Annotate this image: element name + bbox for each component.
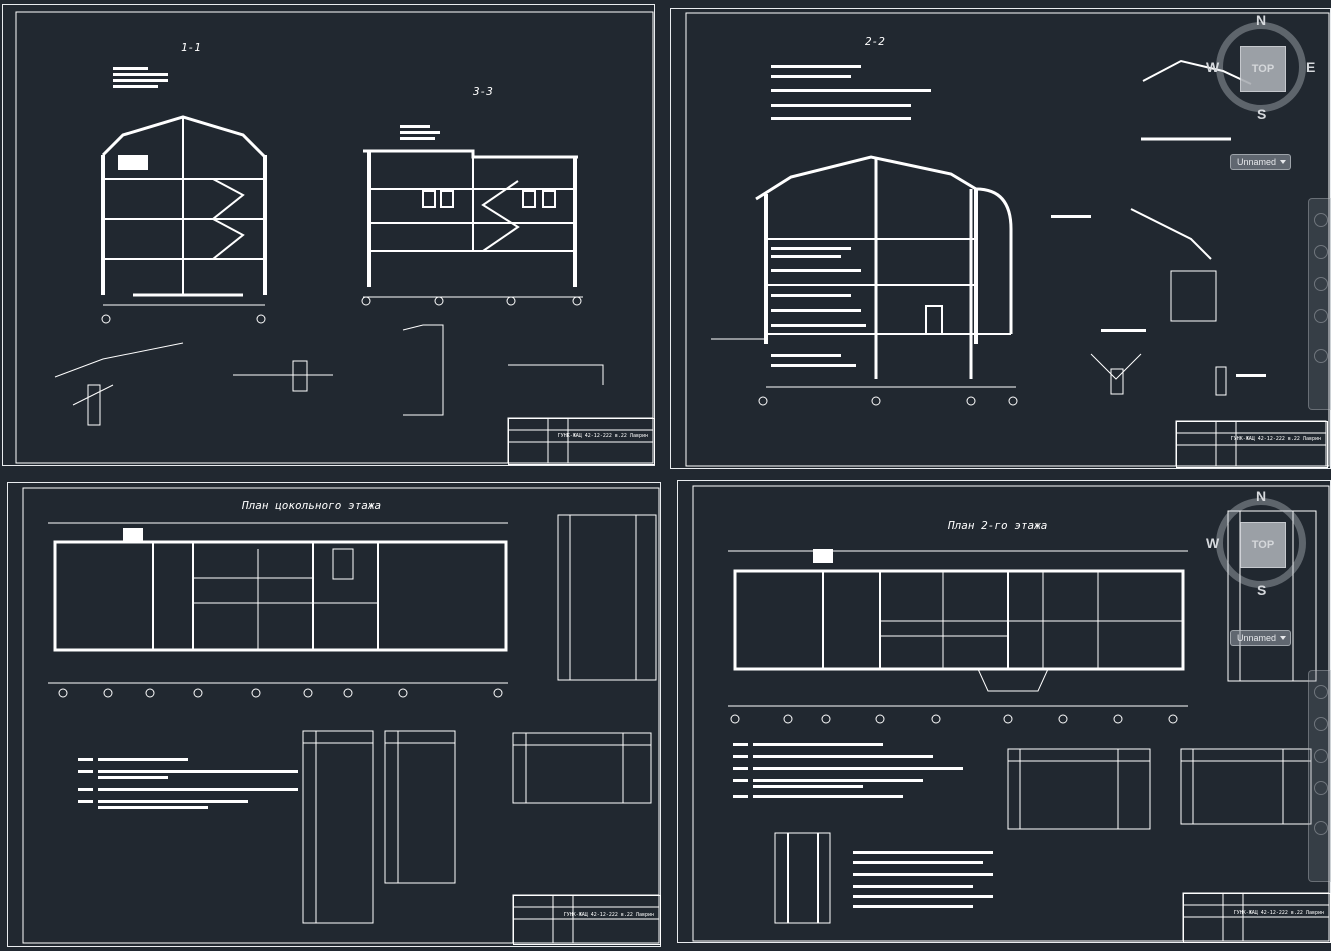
viewcube-top-right[interactable]: N S W E TOP: [1206, 12, 1318, 124]
compass-north[interactable]: N: [1256, 488, 1267, 504]
compass-ring[interactable]: [1216, 498, 1306, 588]
zoom-extents-icon[interactable]: [1314, 749, 1328, 763]
pan-icon[interactable]: [1314, 717, 1328, 731]
sheet-3-linework: [22, 487, 660, 944]
ground-floor-plan-title: План цокольного этажа: [242, 499, 382, 512]
drawing-sheet-ground-floor-plan[interactable]: План цокольного этажа ГУНК-ЖАЦ 42-12-222…: [7, 482, 661, 947]
title-block-text: ГУНК-ЖАЦ 42-12-222 в.22 Лаврин: [1233, 910, 1324, 916]
title-block-text: ГУНК-ЖАЦ 42-12-222 в.22 Лаврин: [563, 912, 654, 918]
viewcube-top-face[interactable]: TOP: [1240, 46, 1286, 92]
compass-east[interactable]: E: [1306, 59, 1316, 75]
orbit-icon[interactable]: [1314, 781, 1328, 795]
pan-icon[interactable]: [1314, 245, 1328, 259]
navigation-bar-top[interactable]: [1308, 198, 1331, 410]
drawing-sheet-sections-1-3[interactable]: 1-1 3-3 ГУНК-ЖАЦ 42-12-222 в.22 Лаврин: [2, 4, 655, 466]
showmotion-icon[interactable]: [1314, 349, 1328, 363]
section-2-2-title: 2-2: [865, 35, 885, 48]
second-floor-plan-title: План 2-го этажа: [948, 519, 1048, 532]
compass-west[interactable]: W: [1206, 59, 1220, 75]
zoom-extents-icon[interactable]: [1314, 277, 1328, 291]
ucs-dropdown[interactable]: Unnamed: [1230, 154, 1292, 170]
orbit-icon[interactable]: [1314, 309, 1328, 323]
compass-west[interactable]: W: [1206, 535, 1220, 551]
sheet-2-linework: [685, 12, 1330, 467]
section-3-3-title: 3-3: [473, 85, 493, 98]
title-block-text: ГУНК-ЖАЦ 42-12-222 в.22 Лаврин: [557, 433, 648, 439]
title-block: ГУНК-ЖАЦ 42-12-222 в.22 Лаврин: [1176, 421, 1328, 468]
title-block: ГУНК-ЖАЦ 42-12-222 в.22 Лаврин: [508, 418, 655, 465]
title-block: ГУНК-ЖАЦ 42-12-222 в.22 Лаврин: [513, 895, 661, 945]
section-1-1-title: 1-1: [181, 41, 201, 54]
viewcube-top-face[interactable]: TOP: [1240, 522, 1286, 568]
full-navigation-wheel-icon[interactable]: [1314, 213, 1328, 227]
sheet-1-linework: [15, 11, 654, 464]
full-navigation-wheel-icon[interactable]: [1314, 685, 1328, 699]
title-block: ГУНК-ЖАЦ 42-12-222 в.22 Лаврин: [1183, 893, 1331, 943]
sheet-4-linework: [692, 485, 1330, 942]
compass-south[interactable]: S: [1257, 582, 1267, 598]
compass-north[interactable]: N: [1256, 12, 1267, 28]
title-block-text: ГУНК-ЖАЦ 42-12-222 в.22 Лаврин: [1230, 436, 1321, 442]
viewcube-bottom-right[interactable]: N S W E TOP: [1206, 488, 1318, 600]
compass-south[interactable]: S: [1257, 106, 1267, 122]
navigation-bar-bottom[interactable]: [1308, 670, 1331, 882]
showmotion-icon[interactable]: [1314, 821, 1328, 835]
compass-ring[interactable]: [1216, 22, 1306, 112]
ucs-dropdown[interactable]: Unnamed: [1230, 630, 1292, 646]
